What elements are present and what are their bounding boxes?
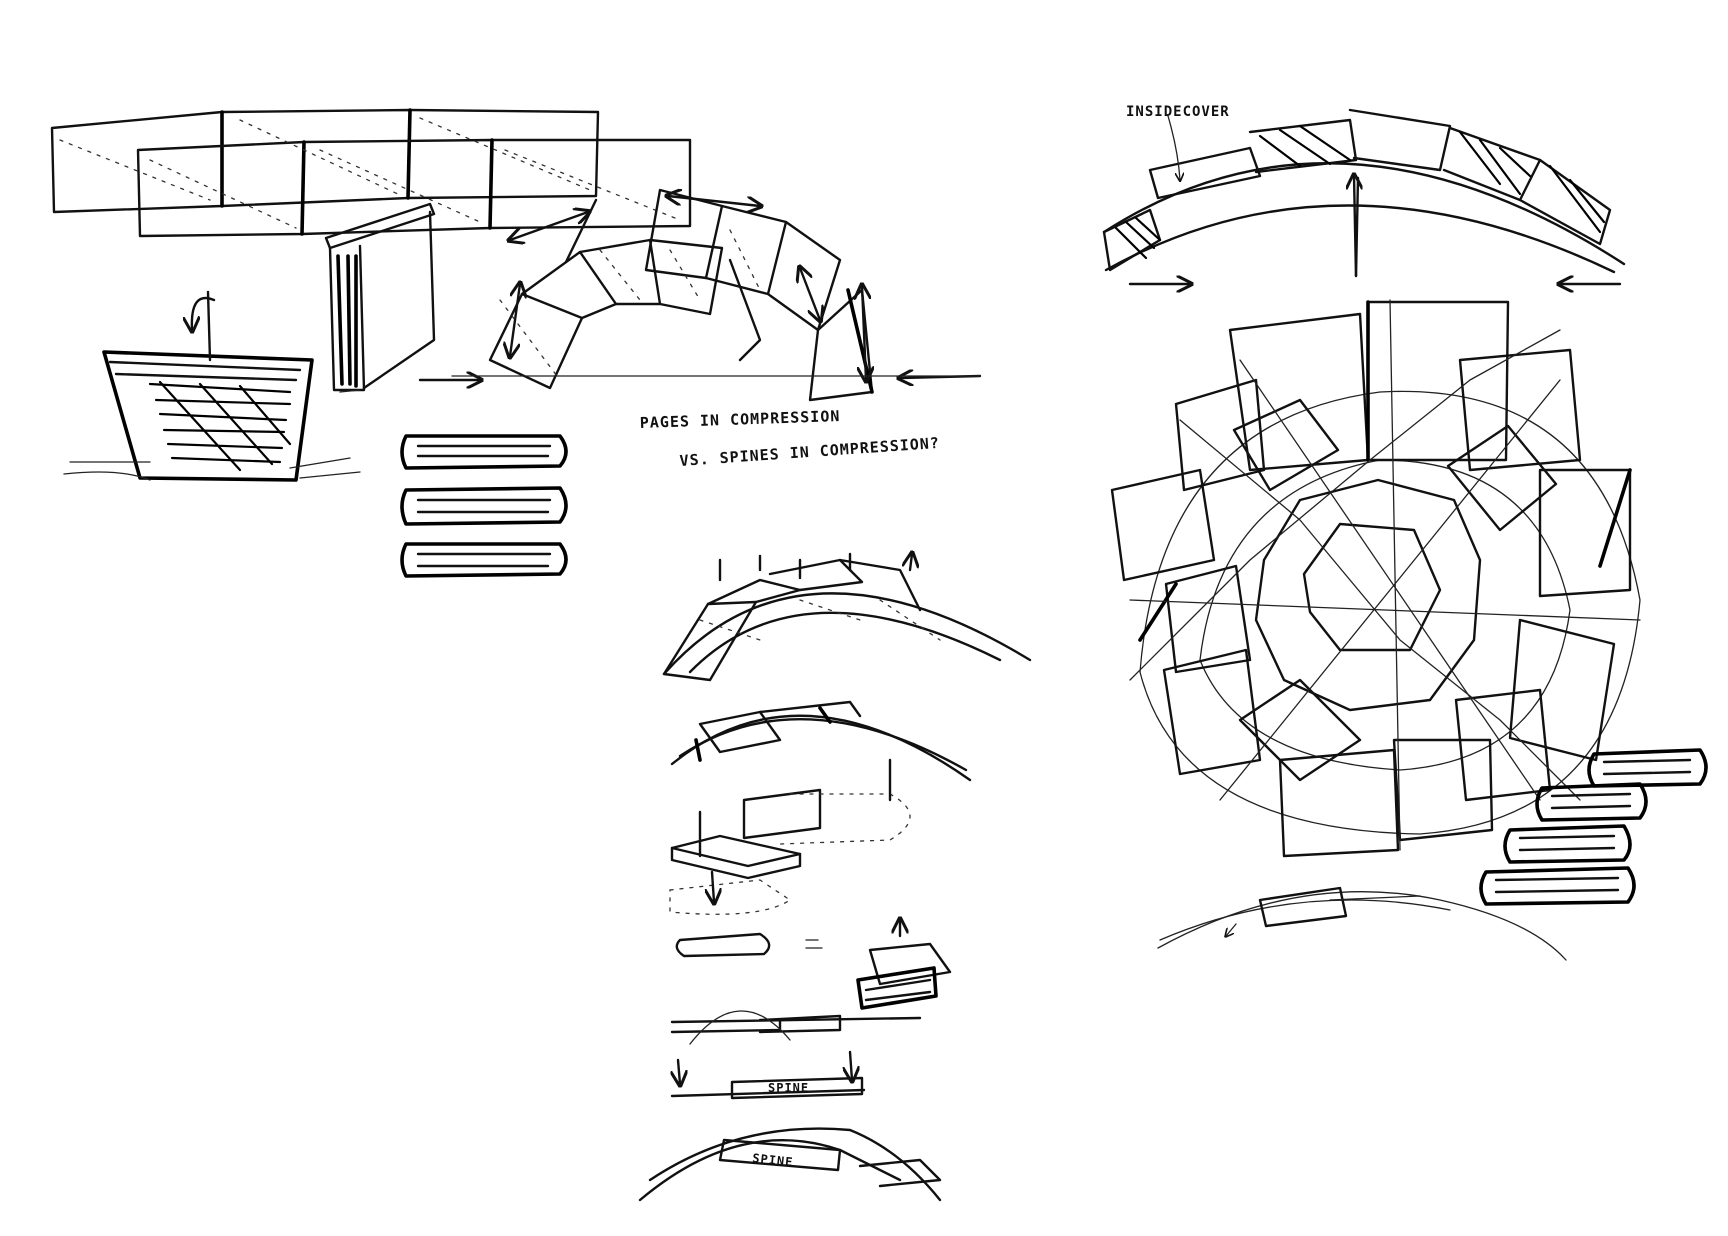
closed-book-stack-left bbox=[400, 434, 568, 578]
standing-book-sketch bbox=[324, 202, 436, 393]
label-inside-cover: INSIDECOVER bbox=[1126, 104, 1230, 120]
arch-study-1 bbox=[662, 554, 1032, 682]
radial-book-ring-sketch bbox=[1110, 299, 1641, 858]
flat-book-row-sketch bbox=[50, 108, 692, 238]
closed-book-stack-right bbox=[1479, 748, 1708, 906]
hatched-book-stack-sketch bbox=[63, 290, 361, 482]
spine-flat-study: SPINE bbox=[672, 1010, 922, 1100]
label-spine-arch: SPINE bbox=[752, 1151, 794, 1169]
book-on-book-study bbox=[669, 758, 911, 914]
book-arch-sketch bbox=[418, 190, 982, 402]
compression-note: PAGES IN COMPRESSION VS. SPINES IN COMPR… bbox=[640, 407, 941, 470]
partial-arch-bottom-right bbox=[1157, 886, 1567, 961]
hatched-arch-sketch: INSIDECOVER bbox=[1102, 104, 1626, 284]
spine-arch-study: SPINE bbox=[638, 1127, 942, 1202]
spine-closeup-study bbox=[675, 920, 952, 1010]
note-vs-spines-in-compression: VS. SPINES IN COMPRESSION? bbox=[679, 434, 940, 470]
note-pages-in-compression: PAGES IN COMPRESSION bbox=[640, 407, 841, 432]
arch-study-2 bbox=[670, 700, 972, 782]
label-spine-flat: SPINE bbox=[768, 1081, 809, 1095]
